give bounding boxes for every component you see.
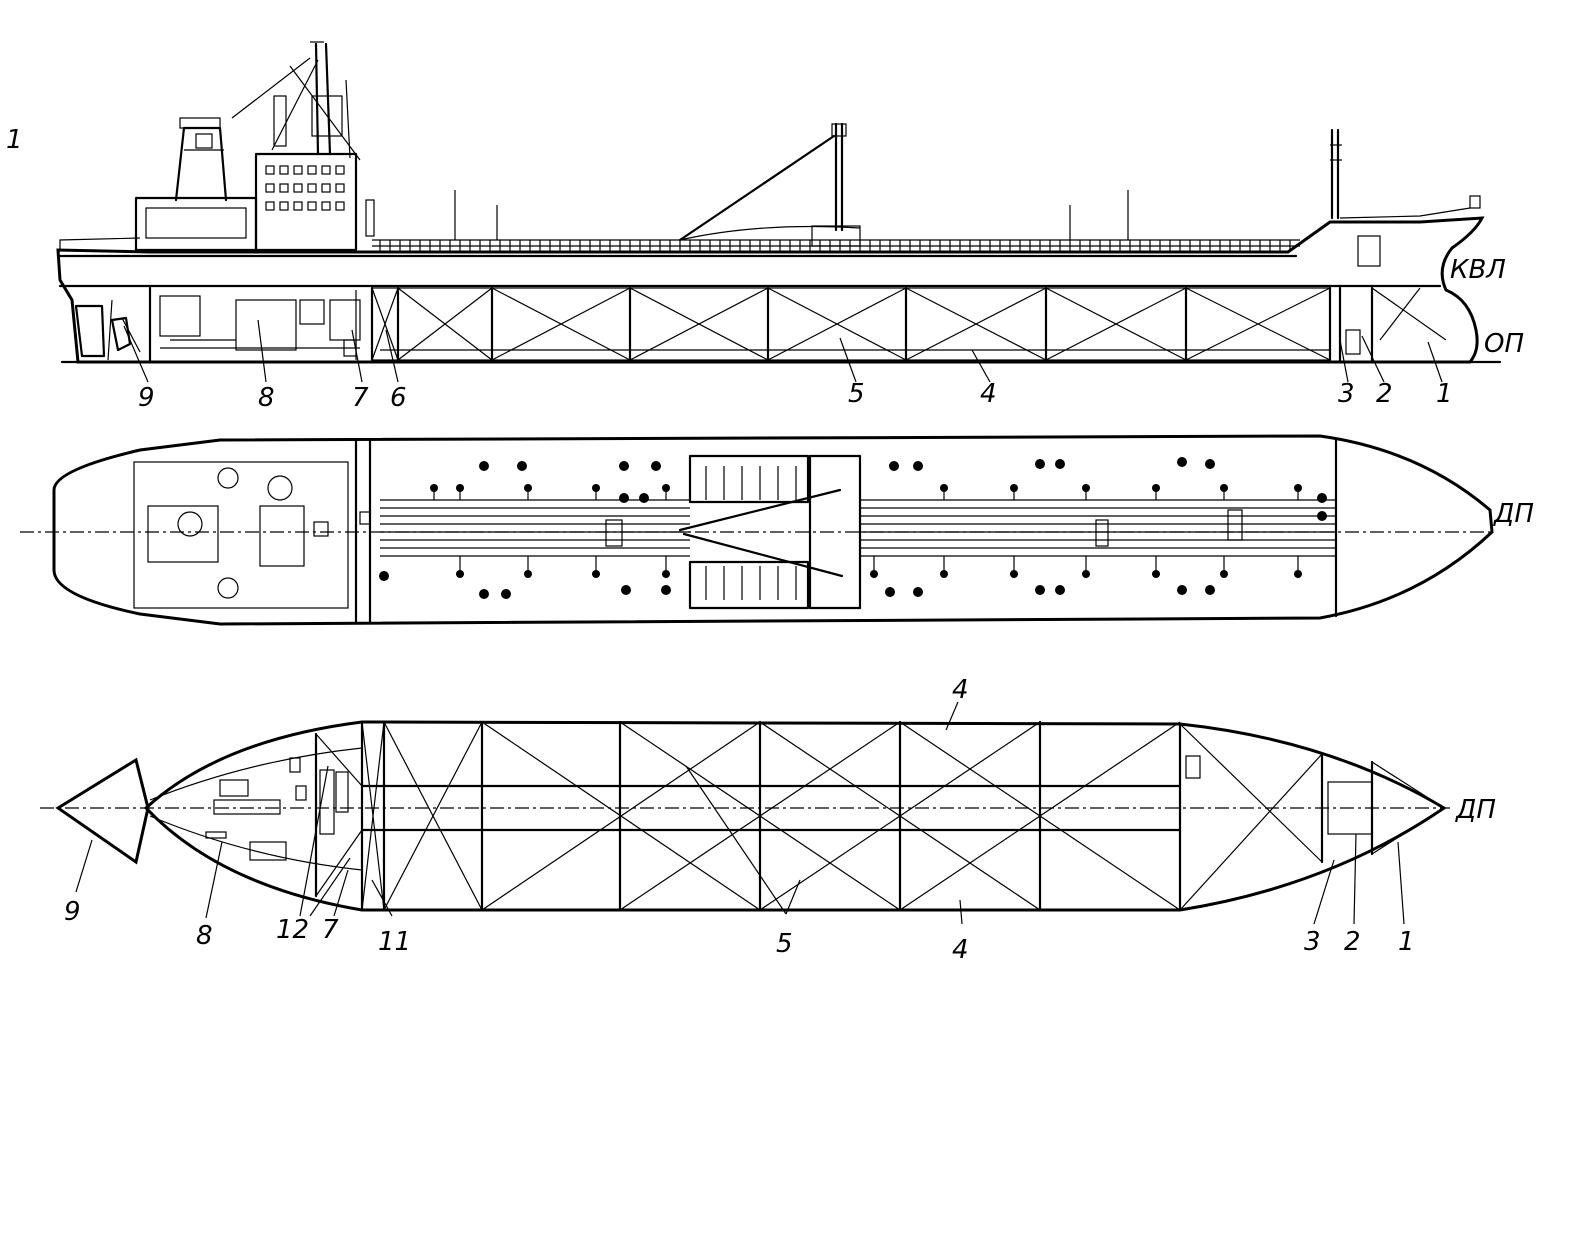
hold-callout-bottom: 5	[776, 929, 793, 959]
deck-railing-profile	[372, 239, 1300, 252]
waterline-label: КВЛ	[1450, 255, 1506, 285]
hold-callout-bottom: 1	[1398, 927, 1415, 957]
hold-callout-top: 4	[952, 675, 969, 705]
foremast-profile	[1330, 128, 1481, 267]
deck-plan-view: ДП	[20, 434, 1534, 626]
profile-callout: 6	[390, 383, 407, 413]
deck-pipelines	[380, 454, 1336, 610]
profile-callout: 1	[1436, 379, 1453, 409]
hold-callout-bottom: 12	[276, 915, 309, 945]
hold-transverse-bulkheads	[314, 720, 1374, 912]
hold-plan-centerline-label: ДП	[1455, 795, 1496, 825]
hold-diagonals	[315, 721, 1445, 911]
hold-callout-bottom: 4	[952, 935, 969, 965]
profile-callout: 4	[980, 379, 997, 409]
hull-profile-outline	[56, 216, 1485, 364]
midship-mast-profile	[454, 122, 1129, 247]
engine-room-profile	[148, 286, 361, 364]
hold-callout-bottom: 2	[1344, 927, 1361, 957]
profile-leader-lines	[123, 319, 1443, 383]
deck-valves	[379, 457, 1327, 599]
hold-callout-bottom: 7	[322, 915, 339, 945]
hold-engine-equipment	[205, 755, 1373, 861]
deck-plan-hull-outline	[52, 434, 1494, 626]
hold-callout-bottom: 3	[1304, 927, 1321, 957]
profile-callout: 8	[258, 383, 275, 413]
stern-rudder-profile	[74, 299, 141, 361]
superstructure-profile	[59, 41, 375, 252]
profile-callout: 3	[1338, 379, 1355, 409]
hold-callout-bottom: 8	[196, 921, 213, 951]
profile-callout: 9	[138, 383, 155, 413]
hold-leader-lines	[75, 701, 1405, 925]
cargo-tanks-profile	[370, 286, 1332, 364]
deck-plan-centerline-label: ДП	[1493, 499, 1534, 529]
profile-callout: 5	[848, 379, 865, 409]
baseline-label: ОП	[1484, 329, 1524, 359]
profile-callout: 7	[352, 383, 369, 413]
hold-callout-bottom: 9	[64, 897, 81, 927]
profile-callout: 2	[1376, 379, 1393, 409]
figure-corner-label: 1	[6, 125, 23, 155]
fore-peak-profile	[1338, 286, 1447, 364]
hold-callout-bottom: 11	[378, 927, 411, 957]
rudder-plan	[55, 757, 150, 865]
